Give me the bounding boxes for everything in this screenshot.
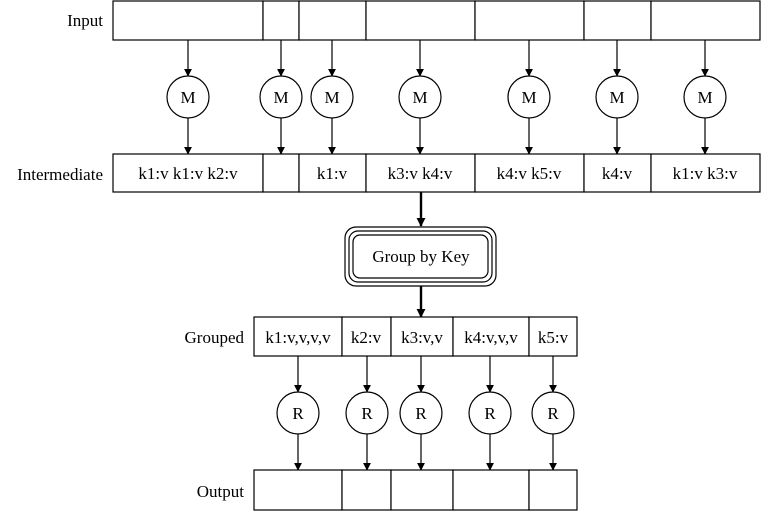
- reduce-node-label: R: [292, 404, 304, 423]
- intermediate-cell: [365, 153, 476, 193]
- map-node-label: M: [697, 88, 712, 107]
- reduce-node-label: R: [484, 404, 496, 423]
- reduce-node-label: R: [415, 404, 427, 423]
- grouped-cell: [390, 316, 454, 357]
- reduce-to-output-arrows: [294, 434, 557, 471]
- intermediate-cell: [650, 153, 761, 193]
- grouped-cell-text: k2:v: [351, 328, 382, 347]
- intermediate-cell-text: k4:v: [602, 164, 633, 183]
- intermediate-cell: [583, 153, 652, 193]
- intermediate-cell-text: k4:v k5:v: [497, 164, 562, 183]
- intermediate-cell: [298, 153, 367, 193]
- input-cell: [474, 0, 585, 41]
- group-by-key-label: Group by Key: [372, 247, 470, 266]
- input-to-map-arrows: [184, 40, 709, 77]
- row-label-intermediate: Intermediate: [17, 165, 103, 184]
- grouped-cell-text: k1:v,v,v,v: [265, 328, 331, 347]
- reduce-node-label: R: [361, 404, 373, 423]
- map-node-label: M: [412, 88, 427, 107]
- output-cell: [341, 469, 392, 511]
- group-box-inner: [352, 234, 489, 279]
- grouped-row: k1:v,v,v,v k2:v k3:v,v k4:v,v,v k5:v: [253, 316, 578, 357]
- intermediate-cell: [112, 153, 264, 193]
- output-cell: [452, 469, 530, 511]
- map-node-label: M: [180, 88, 195, 107]
- grouped-cell: [528, 316, 578, 357]
- output-row: [253, 469, 578, 511]
- map-to-intermediate-arrows: [184, 118, 709, 155]
- input-cell: [112, 0, 264, 41]
- intermediate-cell-text: k1:v k1:v k2:v: [138, 164, 238, 183]
- grouped-cell-text: k4:v,v,v: [464, 328, 518, 347]
- grouped-cell-text: k3:v,v: [401, 328, 443, 347]
- intermediate-row: k1:v k1:v k2:v k1:v k3:v k4:v k4:v k5:v …: [112, 153, 761, 193]
- grouped-cell: [253, 316, 343, 357]
- input-cell: [365, 0, 476, 41]
- intermediate-cell: [262, 153, 300, 193]
- group-box-middle: [348, 230, 493, 283]
- intermediate-cell-text: k3:v k4:v: [388, 164, 453, 183]
- reduce-nodes: R R R R R: [276, 391, 575, 435]
- grouped-cell: [341, 316, 392, 357]
- group-by-key-box: Group by Key: [344, 226, 497, 287]
- row-label-input: Input: [67, 11, 103, 30]
- grouped-to-reduce-arrows: [294, 356, 557, 393]
- input-cell: [262, 0, 300, 41]
- output-cell: [528, 469, 578, 511]
- map-nodes: M M M M M M M: [166, 75, 727, 119]
- intermediate-cell-text: k1:v: [317, 164, 348, 183]
- grouped-cell-text: k5:v: [538, 328, 569, 347]
- input-cell: [298, 0, 367, 41]
- input-cell: [583, 0, 652, 41]
- map-node-label: M: [609, 88, 624, 107]
- grouped-cell: [452, 316, 530, 357]
- reduce-node-label: R: [547, 404, 559, 423]
- intermediate-cell: [474, 153, 585, 193]
- row-label-grouped: Grouped: [185, 328, 245, 347]
- output-cell: [253, 469, 343, 511]
- output-cell: [390, 469, 454, 511]
- map-node-label: M: [273, 88, 288, 107]
- map-node-label: M: [324, 88, 339, 107]
- map-node-label: M: [521, 88, 536, 107]
- row-label-output: Output: [197, 482, 245, 501]
- input-cell: [650, 0, 761, 41]
- input-row: [112, 0, 761, 41]
- intermediate-cell-text: k1:v k3:v: [673, 164, 738, 183]
